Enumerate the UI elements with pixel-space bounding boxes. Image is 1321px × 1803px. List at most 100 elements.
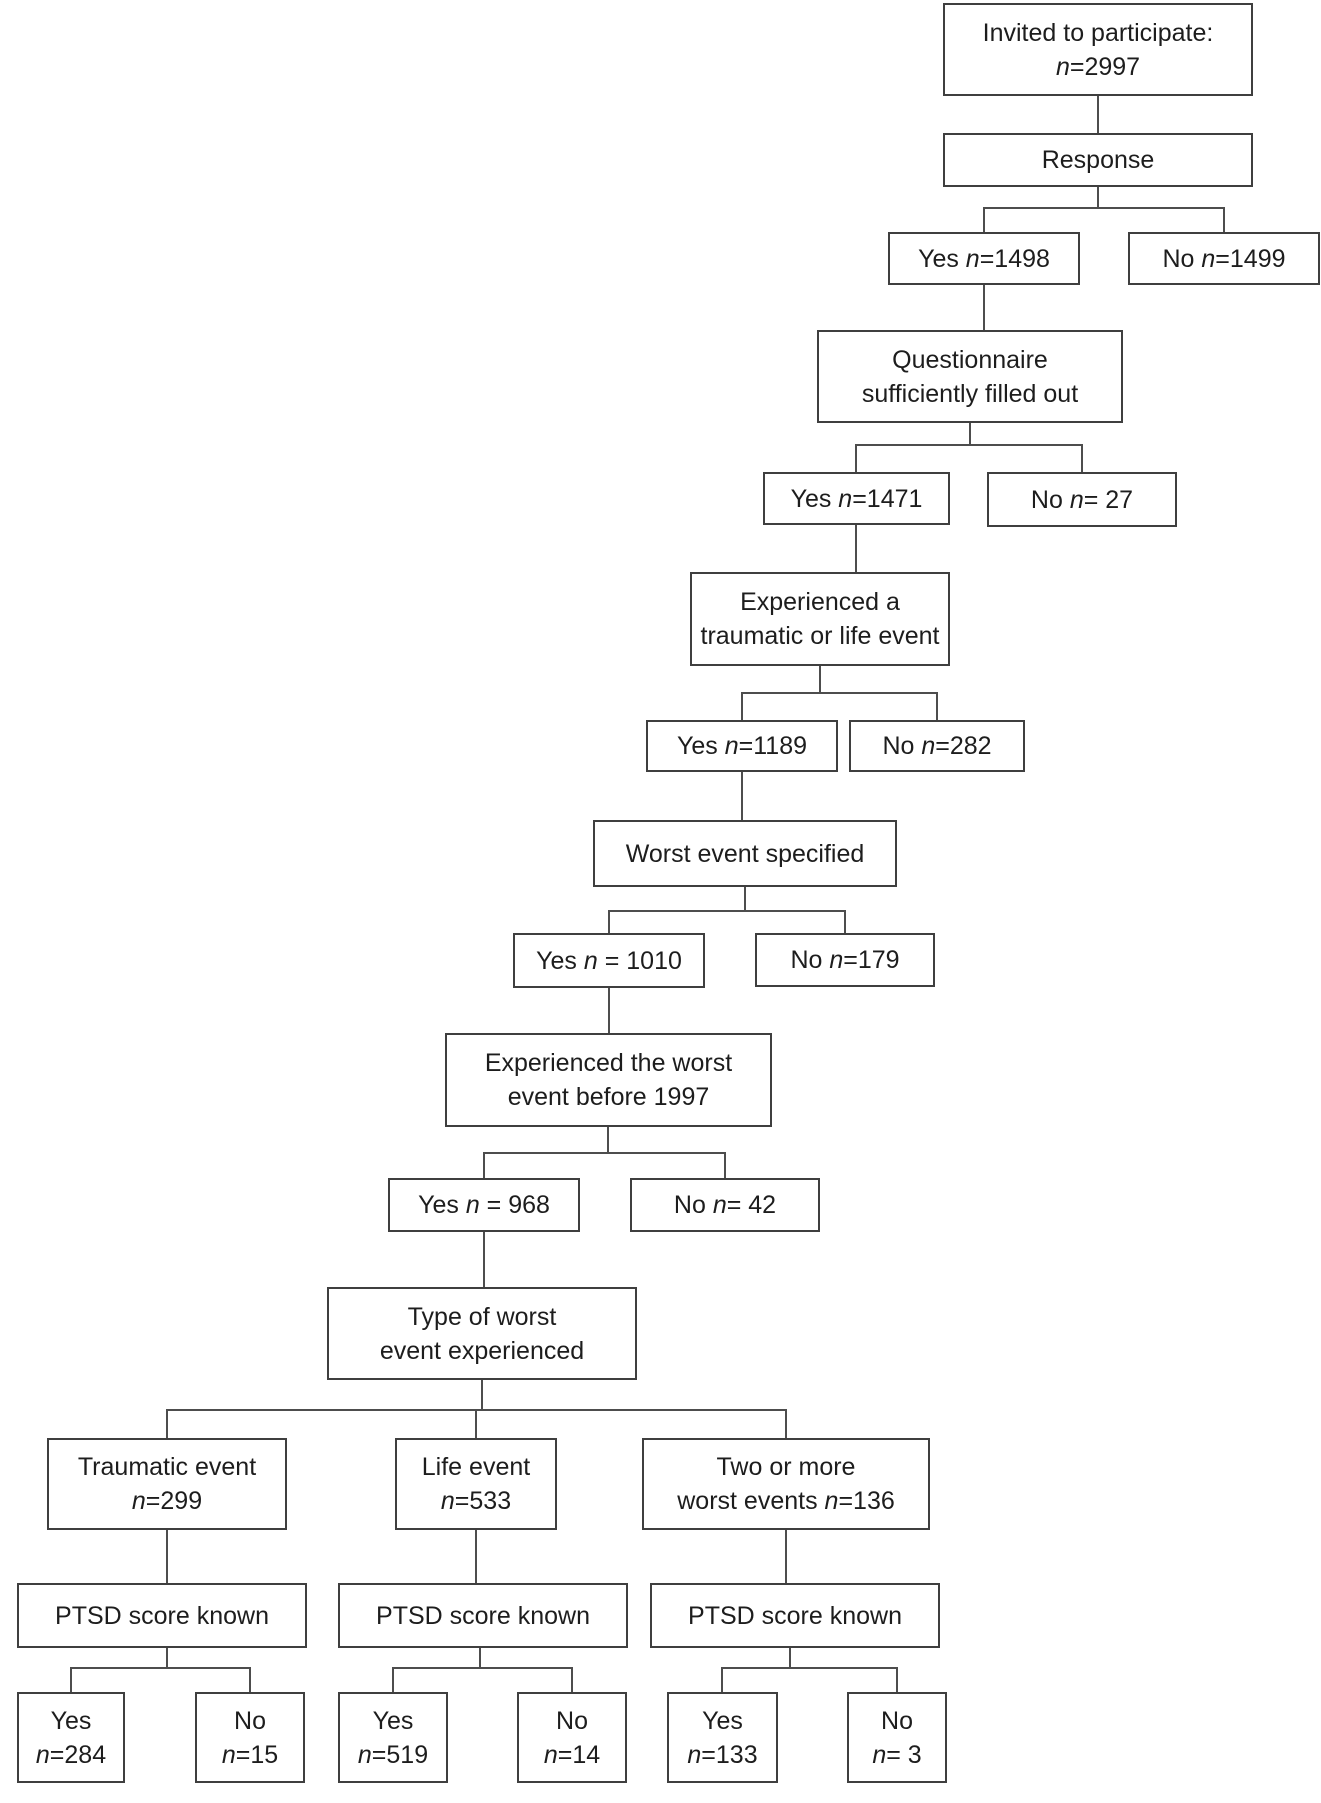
node-line: No n=282 (882, 729, 991, 763)
node-line: traumatic or life event (701, 619, 940, 653)
label-text: PTSD score known (376, 1601, 590, 1630)
label-text: Worst event specified (625, 839, 865, 868)
node-line: No n= 27 (1031, 483, 1133, 517)
label-text: sufficiently filled out (861, 379, 1079, 408)
connector-branches-ptsd (166, 1530, 787, 1583)
node-line: Traumatic event (78, 1450, 256, 1484)
node-questionnaire-no: No n= 27 (987, 472, 1177, 527)
node-line: Yes (51, 1704, 92, 1738)
n-symbol: n (687, 1740, 702, 1769)
node-line: PTSD score known (688, 1599, 902, 1633)
label-text: Two or more (716, 1453, 856, 1481)
label-text: Questionnaire (892, 345, 1048, 374)
connector-ptsd-life-split (392, 1648, 573, 1692)
node-line: n=533 (441, 1484, 511, 1518)
node-before-1997: Experienced the worst event before 1997 (445, 1033, 772, 1127)
node-line: Yes n=1471 (791, 482, 923, 516)
node-line: Type of worst (408, 1300, 557, 1334)
node-line: Yes (702, 1704, 743, 1738)
label-text: =519 (371, 1740, 429, 1769)
n-symbol: n (965, 244, 980, 273)
label-text: Yes (677, 732, 725, 760)
label-text: Yes (702, 1706, 743, 1735)
n-symbol: n (1069, 485, 1084, 514)
label-text: Yes (50, 1706, 92, 1735)
n-symbol: n (724, 732, 739, 760)
node-line: Yes n = 1010 (536, 944, 682, 978)
node-ptsd-life: PTSD score known (338, 1583, 628, 1648)
node-worst-specified: Worst event specified (593, 820, 897, 887)
node-response-yes: Yes n=1498 (888, 232, 1080, 285)
node-line: PTSD score known (376, 1599, 590, 1633)
node-ptsd-two-no: No n= 3 (847, 1692, 947, 1783)
label-text: Yes (372, 1706, 414, 1735)
node-line: n=299 (132, 1484, 202, 1518)
node-ptsd-life-yes: Yes n=519 (338, 1692, 448, 1783)
label-text: No (790, 946, 830, 974)
node-ptsd-two: PTSD score known (650, 1583, 940, 1648)
label-text: Life event (421, 1453, 531, 1481)
n-symbol: n (1055, 52, 1070, 81)
label-text: Yes (418, 1191, 466, 1219)
label-text: Yes (536, 946, 584, 975)
node-line: Life event (422, 1450, 530, 1484)
node-before-1997-no: No n= 42 (630, 1178, 820, 1232)
label-text: =1471 (852, 484, 923, 513)
connector-questionnaire-split (855, 423, 1083, 472)
node-ptsd-traumatic-yes: Yes n=284 (17, 1692, 125, 1783)
node-line: n=2997 (1056, 50, 1140, 84)
node-line: Yes n=1189 (677, 729, 807, 763)
label-text: =14 (557, 1740, 601, 1769)
node-line: Yes (373, 1704, 414, 1738)
connector-experienced-split (741, 666, 938, 720)
label-text: Traumatic event (77, 1453, 257, 1481)
label-text: =533 (454, 1487, 512, 1515)
n-symbol: n (921, 732, 936, 760)
label-text: =136 (838, 1487, 895, 1515)
node-two-or-more: Two or more worst events n=136 (642, 1438, 930, 1530)
node-line: Experienced a (740, 585, 900, 619)
label-text: PTSD score known (55, 1601, 269, 1630)
node-ptsd-two-yes: Yes n=133 (667, 1692, 778, 1783)
connector-typeworst-split (166, 1380, 787, 1438)
label-text: Yes (790, 484, 839, 513)
node-line: PTSD score known (55, 1599, 269, 1633)
node-line: Yes n=1498 (918, 242, 1050, 276)
label-text: traumatic or life event (700, 622, 940, 650)
label-text: = 42 (726, 1191, 777, 1219)
n-symbol: n (1201, 244, 1216, 273)
n-symbol: n (583, 946, 598, 975)
node-line: Response (1042, 143, 1155, 177)
label-text: worst events (677, 1487, 825, 1515)
node-line: No n=1499 (1162, 242, 1285, 276)
node-experienced-event: Experienced a traumatic or life event (690, 572, 950, 666)
label-text: Experienced the worst (484, 1049, 733, 1077)
n-symbol: n (35, 1740, 50, 1769)
node-line: Worst event specified (626, 837, 865, 871)
node-line: event experienced (380, 1334, 584, 1368)
label-text: No (556, 1706, 588, 1735)
label-text: = 1010 (597, 946, 682, 975)
node-line: No n=179 (790, 943, 899, 977)
node-before-1997-yes: Yes n = 968 (388, 1178, 580, 1232)
n-symbol: n (712, 1191, 727, 1219)
node-experienced-no: No n=282 (849, 720, 1025, 772)
node-line: n=14 (544, 1738, 600, 1772)
label-text: Experienced a (740, 588, 900, 616)
label-text: PTSD score known (688, 1601, 902, 1630)
label-text: =15 (235, 1740, 279, 1769)
connector-ptsd-two-split (721, 1648, 898, 1692)
node-line: No (881, 1704, 913, 1738)
label-text: Response (1041, 146, 1155, 174)
label-text: No (1030, 485, 1070, 514)
n-symbol: n (440, 1487, 455, 1515)
node-line: n= 3 (872, 1738, 921, 1772)
node-worst-specified-no: No n=179 (755, 933, 935, 987)
node-questionnaire-yes: Yes n=1471 (763, 472, 950, 525)
node-life-event: Life event n=533 (395, 1438, 557, 1530)
n-symbol: n (543, 1740, 558, 1769)
node-line: Invited to participate: (983, 16, 1214, 50)
label-text: event experienced (379, 1336, 585, 1365)
